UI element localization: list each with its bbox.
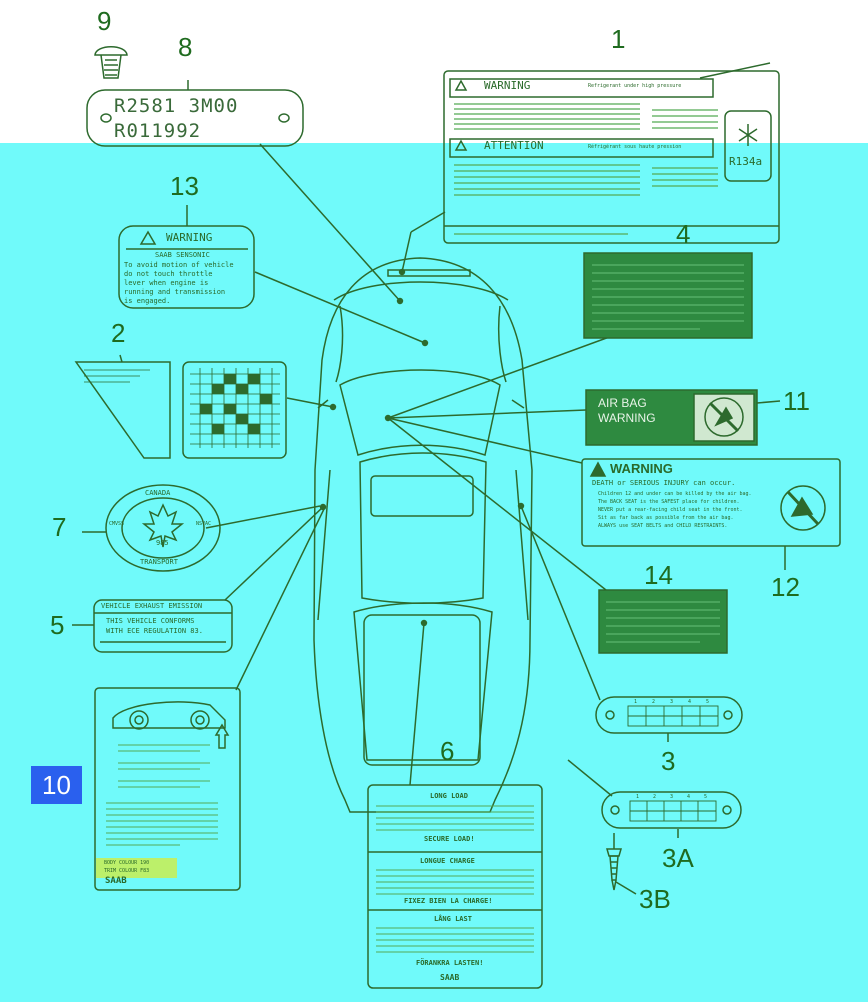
plate-3 <box>595 696 743 734</box>
label-2-right-panel <box>182 361 287 459</box>
callout-8: 8 <box>178 32 193 62</box>
throttle-warning-label <box>118 225 255 309</box>
long-load-label <box>367 784 543 989</box>
airbag-label-line-1: AIR BAG <box>598 396 647 410</box>
canada-seal-bottom: TRANSPORT <box>140 558 178 566</box>
tyre-card-brand: SAAB <box>105 876 127 886</box>
rivet-3b <box>606 833 622 891</box>
emission-label-line-1: THIS VEHICLE CONFORMS <box>106 617 195 625</box>
throttle-warning-brand: SAAB SENSONIC <box>155 251 210 259</box>
callout-3b: 3B <box>639 884 671 914</box>
plate-3a-grid <box>629 800 717 822</box>
leader-lines <box>72 62 786 895</box>
car-outline <box>313 257 533 813</box>
plate-3-col-2: 2 <box>652 699 656 705</box>
canada-seal-code: 985 <box>156 539 169 547</box>
emission-label-title: VEHICLE EXHAUST EMISSION <box>101 602 203 610</box>
label-2-left-panel <box>74 361 171 459</box>
canada-seal-left: CMVSS <box>109 521 125 527</box>
label-4 <box>583 252 753 339</box>
plate-3a-col-1: 1 <box>636 794 640 800</box>
passenger-warning-bullet-4: Sit as far back as possible from the air… <box>598 515 734 521</box>
ac-label-text-lines <box>454 103 718 235</box>
load-label-heading-3: LONGUE CHARGE <box>420 857 475 865</box>
callout-14: 14 <box>644 560 673 590</box>
plate-3-col-4: 4 <box>688 699 692 705</box>
callout-12: 12 <box>771 572 800 602</box>
plate-3-col-1: 1 <box>634 699 638 705</box>
plate-3-col-3: 3 <box>670 699 674 705</box>
callout-10-highlighted: 10 <box>31 766 82 804</box>
label-14 <box>598 589 728 654</box>
throttle-warning-line-2: do not touch throttle <box>124 270 213 278</box>
plate-8-line-1: R2581 3M00 <box>114 95 239 117</box>
trim-colour: TRIM COLOUR F83 <box>104 868 150 874</box>
passenger-airbag-warning-label <box>581 458 841 547</box>
callout-13: 13 <box>170 171 199 201</box>
callout-2: 2 <box>111 318 126 348</box>
load-label-heading-6: FÖRANKRA LASTEN! <box>416 959 484 967</box>
ac-warning-note: Refrigerant under high pressure <box>588 83 682 89</box>
callout-1: 1 <box>611 24 626 54</box>
passenger-warning-lead: DEATH or SERIOUS INJURY can occur. <box>592 479 736 487</box>
throttle-warning-title: WARNING <box>166 231 213 244</box>
passenger-warning-title: WARNING <box>610 461 673 476</box>
ac-refrigerant-code: R134a <box>729 155 763 168</box>
throttle-warning-line-4: running and transmission <box>124 288 226 296</box>
canada-seal-right: NSVAC <box>196 521 212 527</box>
throttle-warning-line-1: To avoid motion of vehicle <box>124 261 234 269</box>
callout-5: 5 <box>50 610 65 640</box>
plate-3a-col-3: 3 <box>670 794 674 800</box>
airbag-label-line-2: WARNING <box>598 411 656 425</box>
passenger-warning-bullet-5: ALWAYS use SEAT BELTS and CHILD RESTRAIN… <box>598 523 728 529</box>
passenger-warning-bullet-3: NEVER put a rear-facing child seat in th… <box>598 507 743 513</box>
exhaust-emission-label <box>93 599 233 653</box>
plate-8-line-2: R011992 <box>114 120 202 142</box>
plate-3-grid <box>627 705 719 727</box>
load-label-heading-4: FIXEZ BIEN LA CHARGE! <box>404 897 493 905</box>
label-2-cells <box>200 374 272 434</box>
emission-label-line-2: WITH ECE REGULATION 83. <box>106 627 203 635</box>
plate-3a-col-5: 5 <box>704 794 708 800</box>
callout-3: 3 <box>661 746 676 776</box>
leader-dots <box>319 268 525 627</box>
pushpin-9 <box>94 46 128 79</box>
plate-3a <box>601 791 742 829</box>
callout-6: 6 <box>440 736 455 766</box>
load-label-heading-1: LONG LOAD <box>430 792 468 800</box>
callout-7: 7 <box>52 512 67 542</box>
callout-9: 9 <box>97 6 112 36</box>
load-label-heading-5: LÅNG LAST <box>434 915 472 923</box>
passenger-warning-bullet-2: The BACK SEAT is the SAFEST place for ch… <box>598 499 740 505</box>
label-4-text-lines <box>592 264 744 330</box>
label-14-text-lines <box>606 601 720 643</box>
plate-3a-col-2: 2 <box>653 794 657 800</box>
throttle-warning-line-5: is engaged. <box>124 297 171 305</box>
body-colour: BODY COLOUR 190 <box>104 860 150 866</box>
chassis-plate-8 <box>86 89 304 147</box>
plate-3-col-5: 5 <box>706 699 710 705</box>
plate-3a-col-4: 4 <box>687 794 691 800</box>
callout-4: 4 <box>676 219 691 249</box>
passenger-warning-bullet-1: Children 12 and under can be killed by t… <box>598 491 752 497</box>
load-label-brand: SAAB <box>440 973 460 982</box>
ac-attention-note: Réfrigérant sous haute pression <box>588 144 682 150</box>
throttle-warning-line-3: lever when engine is <box>124 279 209 287</box>
callout-11: 11 <box>783 386 810 416</box>
canada-seal-top: CANADA <box>145 489 171 497</box>
canada-seal <box>105 484 221 572</box>
tyre-card-text-lines <box>106 744 218 846</box>
long-load-text-lines <box>376 805 534 953</box>
ac-attention-title: ATTENTION <box>484 139 544 152</box>
load-label-heading-2: SECURE LOAD! <box>424 835 475 843</box>
callout-3a: 3A <box>662 843 694 873</box>
ac-warning-title: WARNING <box>484 79 531 92</box>
ac-refrigerant-label <box>443 70 780 244</box>
tyre-pressure-card <box>94 687 241 891</box>
